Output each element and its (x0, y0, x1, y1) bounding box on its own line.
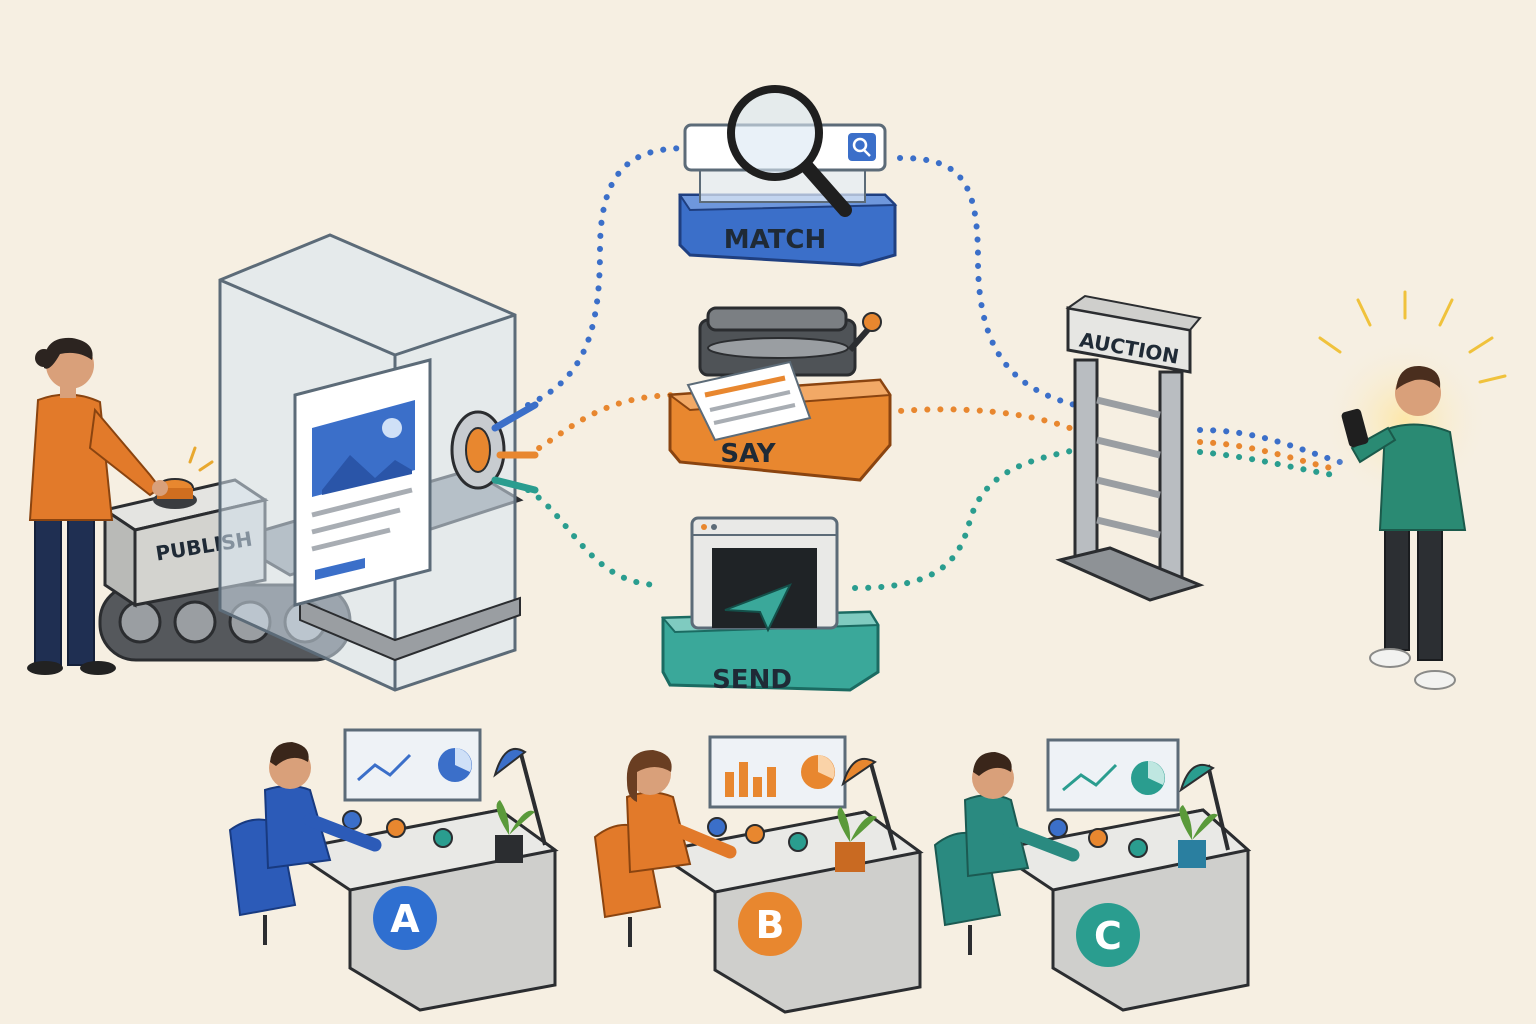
match-path-out (897, 155, 1078, 408)
lamp-icon (841, 757, 897, 851)
lamp-icon (493, 747, 547, 846)
publish-station: PUBLISH (98, 233, 539, 692)
send-label: SEND (712, 665, 792, 695)
user-person (1318, 290, 1507, 690)
publisher-person (27, 337, 168, 675)
user-path-blue (1197, 427, 1343, 465)
magnifier-icon (727, 85, 852, 217)
send-path-in (525, 487, 663, 588)
plant-icon (495, 800, 535, 863)
send-arrow-icon (724, 583, 793, 633)
image-icon (382, 418, 402, 438)
plant-icon (835, 807, 877, 872)
search-icon (852, 137, 868, 153)
glow-rays (1318, 290, 1507, 384)
say-label: SAY (720, 439, 776, 469)
say-path-in (525, 392, 683, 458)
match-path-in (525, 145, 693, 408)
phone-icon (1341, 408, 1369, 448)
match-label: MATCH (724, 225, 827, 255)
connection-paths (525, 145, 1343, 591)
plant-icon (1178, 805, 1218, 868)
match-station: MATCH (678, 85, 898, 267)
press-spark (188, 446, 214, 472)
desk-b-letter: B (756, 903, 785, 947)
send-path-out (852, 447, 1078, 591)
auction-gate: AUCTION (1055, 294, 1205, 602)
user-path-teal (1197, 449, 1343, 479)
desk-a-letter: A (390, 897, 420, 941)
say-station: SAY (667, 306, 892, 482)
desk-c-letter: C (1094, 914, 1122, 958)
lamp-icon (1179, 763, 1230, 851)
desk-c: C (933, 738, 1252, 1012)
send-station: SEND (660, 516, 880, 695)
desk-a: A (228, 728, 559, 1012)
say-path-out (885, 406, 1078, 433)
user-path-orange (1197, 439, 1343, 473)
desk-b: B (593, 735, 924, 1014)
